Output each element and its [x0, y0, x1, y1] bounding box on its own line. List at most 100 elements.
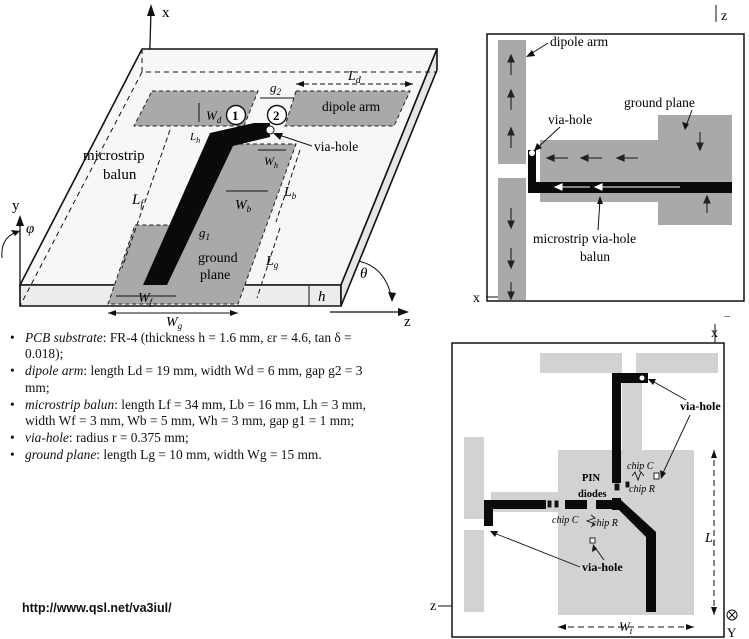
- via-hole-leader-arrow: [534, 143, 542, 151]
- Lb-dim-line: [275, 149, 301, 223]
- x-axis-label: x: [162, 5, 170, 21]
- via-hole-top-leader-1: [653, 381, 687, 401]
- ground-plane-label: ground plane: [624, 95, 695, 110]
- dipole-current-arrows: [507, 53, 515, 301]
- trace-current-arrows: [553, 183, 680, 191]
- Wt-arrow-left: [558, 624, 566, 630]
- spec-text: : length Lg = 10 mm, width Wg = 15 mm.: [96, 447, 322, 463]
- Wt-label: Wt: [619, 619, 633, 636]
- spec-item-microstrip-balun: microstrip balun: length Lf = 34 mm, Lb …: [8, 397, 390, 429]
- Wg-label: Wg: [166, 315, 183, 331]
- pin-diode-layout-diagram: x z Y via-hole: [430, 316, 738, 639]
- Lg-dim-line: [256, 227, 281, 299]
- dipole-arm-label: dipole arm: [322, 99, 381, 114]
- microstrip-trace: [143, 123, 270, 285]
- via-hole-bottom-leader-1: [493, 532, 581, 568]
- ground-plane-leader-arrow: [682, 122, 689, 130]
- Lt-label: Lt: [704, 531, 716, 547]
- Lt-arrow-top: [711, 450, 717, 458]
- Lf-dim-line: [121, 129, 171, 269]
- Wg-arrow-left: [108, 310, 116, 316]
- port-2-circle: [266, 104, 288, 126]
- Ld-label: Ld: [347, 69, 362, 86]
- balun-label: balun: [580, 249, 610, 264]
- Wg-arrow-right: [230, 310, 238, 316]
- substrate-side-face: [340, 48, 438, 307]
- Ld-arrow-right: [405, 81, 413, 87]
- via-hole-top-arrow-1: [648, 379, 656, 385]
- y-axis-cross-2: [728, 611, 736, 619]
- microstrip-leader: [597, 199, 601, 231]
- Lf-label: Lf: [131, 192, 144, 210]
- balun-label: balun: [103, 167, 137, 183]
- Wt-arrow-right: [686, 624, 694, 630]
- plane-label: plane: [200, 268, 230, 283]
- microstrip-label: microstrip: [83, 148, 145, 164]
- via-hole-bottom-label: via-hole: [582, 560, 623, 574]
- dipole-arm-leader-arrow: [526, 50, 535, 57]
- port-1-circle: [225, 104, 247, 126]
- theta-label: θ: [360, 266, 368, 282]
- spec-label: via-hole: [25, 430, 69, 446]
- z-axis-label: z: [721, 9, 727, 24]
- via-hole-bottom-arrow-1: [490, 531, 498, 537]
- top-view-current-diagram: z x dipole arm ground plane via-hole mic…: [473, 5, 745, 306]
- via-hole-bottom-dot: [485, 528, 491, 534]
- dipole-arm-label: dipole arm: [550, 34, 609, 49]
- g1-label: g1: [199, 225, 210, 242]
- via-hole-leader-arrow: [273, 133, 283, 140]
- port-2-label: 2: [273, 108, 280, 123]
- chip-c-lower-label: chip C: [552, 515, 579, 526]
- chip-r-upper-label: chip R: [629, 484, 655, 495]
- ground-plane-leader: [685, 109, 693, 127]
- x-axis-label: x: [473, 291, 480, 306]
- via-hole-top-dot: [639, 375, 645, 381]
- microstrip-leader-arrow: [597, 196, 603, 204]
- h-label: h: [318, 289, 326, 305]
- via-hole-bottom-arrow-2: [592, 544, 597, 552]
- spec-item-dipole-arm: dipole arm: length Ld = 19 mm, width Wd …: [8, 363, 390, 395]
- ground-plane-right: [658, 115, 732, 225]
- phi-arc: [1, 230, 21, 259]
- ground-label: ground: [198, 251, 238, 266]
- via-hole-leader: [535, 126, 561, 150]
- via-hole-dot: [265, 125, 275, 135]
- via-hole-top-label: via-hole: [680, 399, 721, 413]
- spec-item-via-hole: via-hole: radius r = 0.375 mm;: [8, 430, 390, 446]
- z-axis-arrow: [398, 308, 409, 316]
- spec-item-ground-plane: ground plane: length Lg = 10 mm, width W…: [8, 447, 390, 463]
- Lt-arrow-bottom: [711, 607, 717, 615]
- Lh-label: Lh: [189, 131, 200, 145]
- Wd-label: Wd: [206, 108, 222, 125]
- via-hole-top-arrow-2: [660, 470, 666, 479]
- ground-current-arrows: [545, 132, 711, 213]
- Wb-label: Wb: [235, 198, 252, 214]
- spec-item-substrate: PCB substrate: FR-4 (thickness h = 1.6 m…: [8, 330, 390, 362]
- x-axis-label: x: [711, 326, 718, 341]
- spec-label: ground plane: [25, 447, 97, 463]
- source-url[interactable]: http://www.qsl.net/va3iul/: [22, 601, 172, 615]
- Ld-arrow-left: [296, 81, 304, 87]
- chip-components: [547, 471, 660, 544]
- microstrip-vertical: [528, 150, 536, 192]
- theta-arrow: [388, 292, 396, 302]
- isometric-antenna-diagram: x y z φ θ dipole arm ground plane 1 2 mi…: [1, 4, 439, 331]
- dipole-arm-lower: [498, 178, 526, 300]
- z-axis-label: z: [404, 314, 411, 330]
- microstrip-traces: [484, 373, 656, 612]
- phi-label: φ: [26, 221, 34, 237]
- spec-text: : length Lf = 34 mm, Lb = 16 mm, Lh = 3 …: [25, 396, 366, 429]
- y-axis-label: Y: [727, 625, 737, 639]
- Lg-label: Lg: [265, 254, 279, 270]
- spec-label: dipole arm: [25, 363, 84, 379]
- via-hole-label: via-hole: [314, 139, 358, 154]
- phi-arrow: [11, 230, 20, 236]
- Wh-label: Wh: [264, 154, 278, 170]
- spec-text: : radius r = 0.375 mm;: [68, 430, 189, 446]
- substrate-hidden-edge-left: [19, 71, 143, 307]
- spec-label: PCB substrate: [25, 330, 103, 345]
- y-axis-symbol: [726, 609, 738, 621]
- specification-list: PCB substrate: FR-4 (thickness h = 1.6 m…: [8, 330, 390, 465]
- microstrip-via-hole-label: microstrip via-hole: [533, 231, 636, 246]
- chip-c-upper-label: chip C: [627, 461, 654, 472]
